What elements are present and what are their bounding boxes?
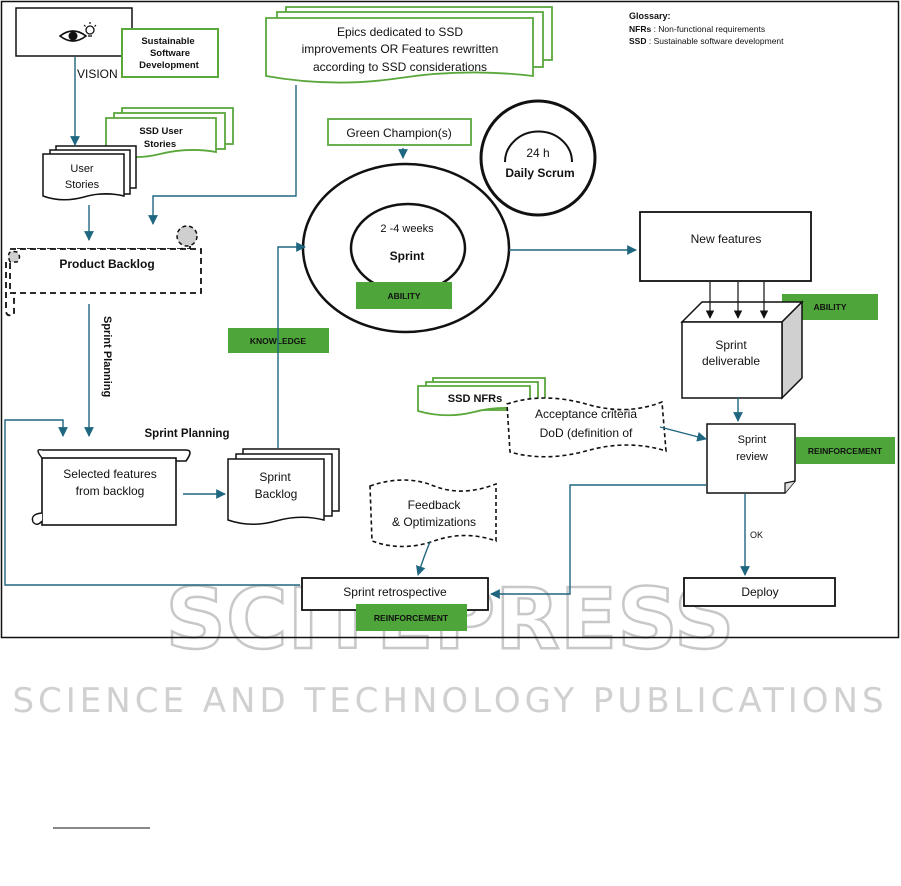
reinforcement-badge [796, 437, 895, 464]
daily-scrum: 24 h Daily Scrum [479, 99, 597, 217]
sprint-cycle: 2 -4 weeks Sprint [301, 162, 511, 334]
selected-features-line1: Selected features [63, 467, 156, 481]
sprint-planning-label: Sprint Planning [145, 428, 230, 440]
glossary-title: Glossary: [629, 11, 671, 21]
ssd-nfrs-label: SSD NFRs [448, 393, 502, 405]
user-stories-line1: User [70, 163, 94, 175]
selected-features-line2: from backlog [76, 484, 145, 498]
reinforcement-badge-label: REINFORCEMENT [808, 446, 883, 456]
acceptance-line2: DoD (definition of [540, 426, 633, 440]
ssd-user-stories-line1: SSD User [139, 126, 183, 137]
user-stories-line2: Stories [65, 179, 100, 191]
green-champion-box [327, 118, 472, 146]
new-features-box [639, 211, 812, 282]
ability-badge-label: ABILITY [387, 291, 420, 301]
sprint-deliverable-line2: deliverable [702, 354, 760, 368]
epics-line3: according to SSD considerations [313, 60, 487, 74]
arrow-backlog-to-sprint [277, 242, 306, 448]
daily-scrum-label: Daily Scrum [505, 166, 574, 180]
sprint-deliverable-line1: Sprint [715, 338, 747, 352]
feedback-line1: Feedback [408, 498, 462, 512]
ssd-user-stories-line2: Stories [144, 139, 176, 150]
product-backlog-label: Product Backlog [59, 257, 154, 271]
ability-badge-label: ABILITY [813, 302, 846, 312]
sprint-review-line1: Sprint [738, 434, 767, 446]
glossary-entry: SSD : Sustainable software development [629, 36, 784, 46]
ssd-box-line1: Sustainable [141, 36, 194, 47]
arrow-feedback-to-retro [415, 541, 431, 576]
deploy-box [683, 577, 836, 607]
glossary-entry: NFRs : Non-functional requirements [629, 24, 765, 34]
acceptance-criteria: Acceptance criteria DoD (definition of [506, 397, 667, 458]
green-champion-label: Green Champion(s) [346, 126, 451, 140]
epics-line2: improvements OR Features rewritten [302, 42, 499, 56]
connectors [4, 57, 750, 599]
epics-line1: Epics dedicated to SSD [337, 25, 463, 39]
sprint-deliverable-box: Sprint deliverable [680, 300, 804, 400]
deploy-label: Deploy [741, 585, 778, 599]
sprint-review-box: Sprint review [706, 423, 796, 494]
ssd-box-line2: Software [150, 48, 190, 59]
sprint-review-line2: review [736, 451, 768, 463]
ssd-nfrs-stack: SSD NFRs [417, 377, 546, 417]
vision-label: VISION [77, 67, 118, 81]
acceptance-line1: Acceptance criteria [535, 407, 637, 421]
diagram-frame [0, 0, 900, 639]
arrow-acceptance-to-review [659, 426, 707, 442]
product-backlog-scroll: Product Backlog [5, 225, 202, 317]
sprint-backlog-line2: Backlog [255, 487, 298, 501]
ssd-box-line3: Development [139, 60, 199, 71]
feature-arrows [705, 282, 769, 319]
feedback-line2: & Optimizations [392, 515, 476, 529]
sprint-duration: 2 -4 weeks [380, 223, 434, 235]
reinforcement-badge-label: REINFORCEMENT [374, 613, 449, 623]
new-features-label: New features [691, 232, 762, 246]
vision-box [15, 7, 133, 57]
epics-stack: Epics dedicated to SSD improvements OR F… [265, 6, 553, 84]
ability-badge [356, 282, 452, 309]
arrow-epics-to-backlog [148, 85, 297, 225]
reinforcement-badge [356, 604, 467, 631]
arrow-retro-to-planning [4, 419, 300, 586]
feedback-box: Feedback & Optimizations [369, 479, 497, 548]
eye-lightbulb-icon [58, 22, 97, 42]
sprint-planning-vertical-label: Sprint Planning [101, 316, 113, 397]
selected-features-scroll: Selected features from backlog [31, 448, 191, 526]
user-stories-stack: User Stories [42, 145, 137, 201]
sprint-retrospective-label: Sprint retrospective [343, 585, 447, 599]
glossary: Glossary: NFRs : Non-functional requirem… [629, 11, 784, 46]
arrow-review-to-retro [490, 484, 706, 599]
watermark-subtitle: SCIENCE AND TECHNOLOGY PUBLICATIONS [12, 681, 887, 721]
sprint-backlog-line1: Sprint [259, 470, 291, 484]
ssd-box: Sustainable Software Development [121, 28, 219, 78]
sprint-backlog-stack: Sprint Backlog [227, 448, 340, 525]
ok-label: OK [750, 530, 763, 540]
sprint-label: Sprint [390, 249, 425, 263]
daily-scrum-time: 24 h [526, 146, 549, 160]
